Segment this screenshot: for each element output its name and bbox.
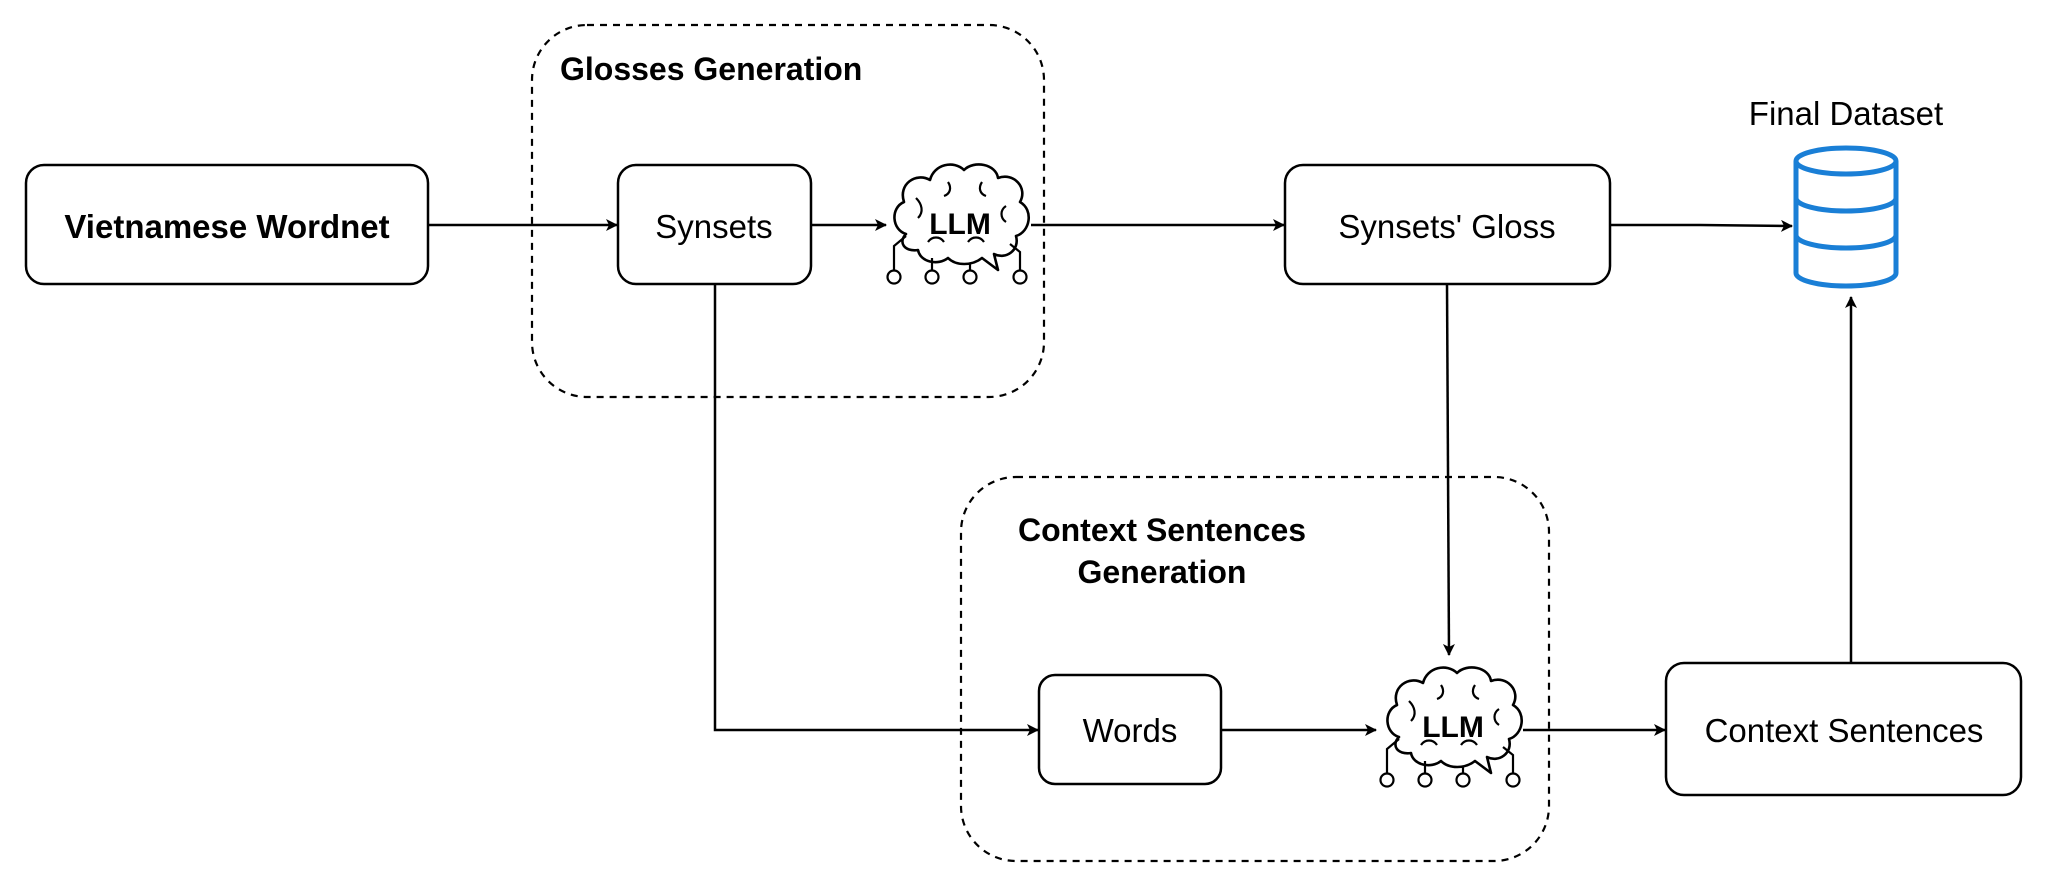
edge-gloss-dataset: [1610, 219, 1793, 232]
node-vietnamese-wordnet-label: Vietnamese Wordnet: [64, 208, 389, 245]
llm-label-1: LLM: [929, 208, 991, 241]
node-words: Words: [1037, 673, 1223, 786]
brain-circuit-icon: LLM: [1379, 666, 1523, 788]
edge-synsets-words: [713, 284, 1039, 736]
node-context-sentences: Context Sentences: [1664, 661, 2023, 797]
node-words-label: Words: [1083, 712, 1178, 749]
node-synsets: Synsets: [616, 163, 813, 286]
node-vietnamese-wordnet: Vietnamese Wordnet: [24, 163, 430, 286]
context-generation-group: Context Sentences Generation: [959, 475, 1551, 863]
node-synsets-label: Synsets: [655, 208, 772, 245]
glosses-generation-title: Glosses Generation: [560, 51, 862, 87]
node-synsets-gloss-label: Synsets' Gloss: [1338, 208, 1555, 245]
connectors: [428, 219, 1857, 736]
context-generation-title-line2: Generation: [1078, 554, 1247, 590]
context-generation-title-line1: Context Sentences: [1018, 512, 1306, 548]
database-icon: [1793, 145, 1899, 289]
llm-label-2: LLM: [1422, 711, 1484, 744]
glosses-generation-group: Glosses Generation: [530, 23, 1046, 399]
final-dataset-label: Final Dataset: [1749, 95, 1943, 132]
brain-circuit-icon: LLM: [886, 163, 1030, 285]
node-synsets-gloss: Synsets' Gloss: [1283, 163, 1612, 286]
edge-gloss-llm2: [1442, 283, 1455, 656]
node-context-sentences-label: Context Sentences: [1705, 712, 1984, 749]
